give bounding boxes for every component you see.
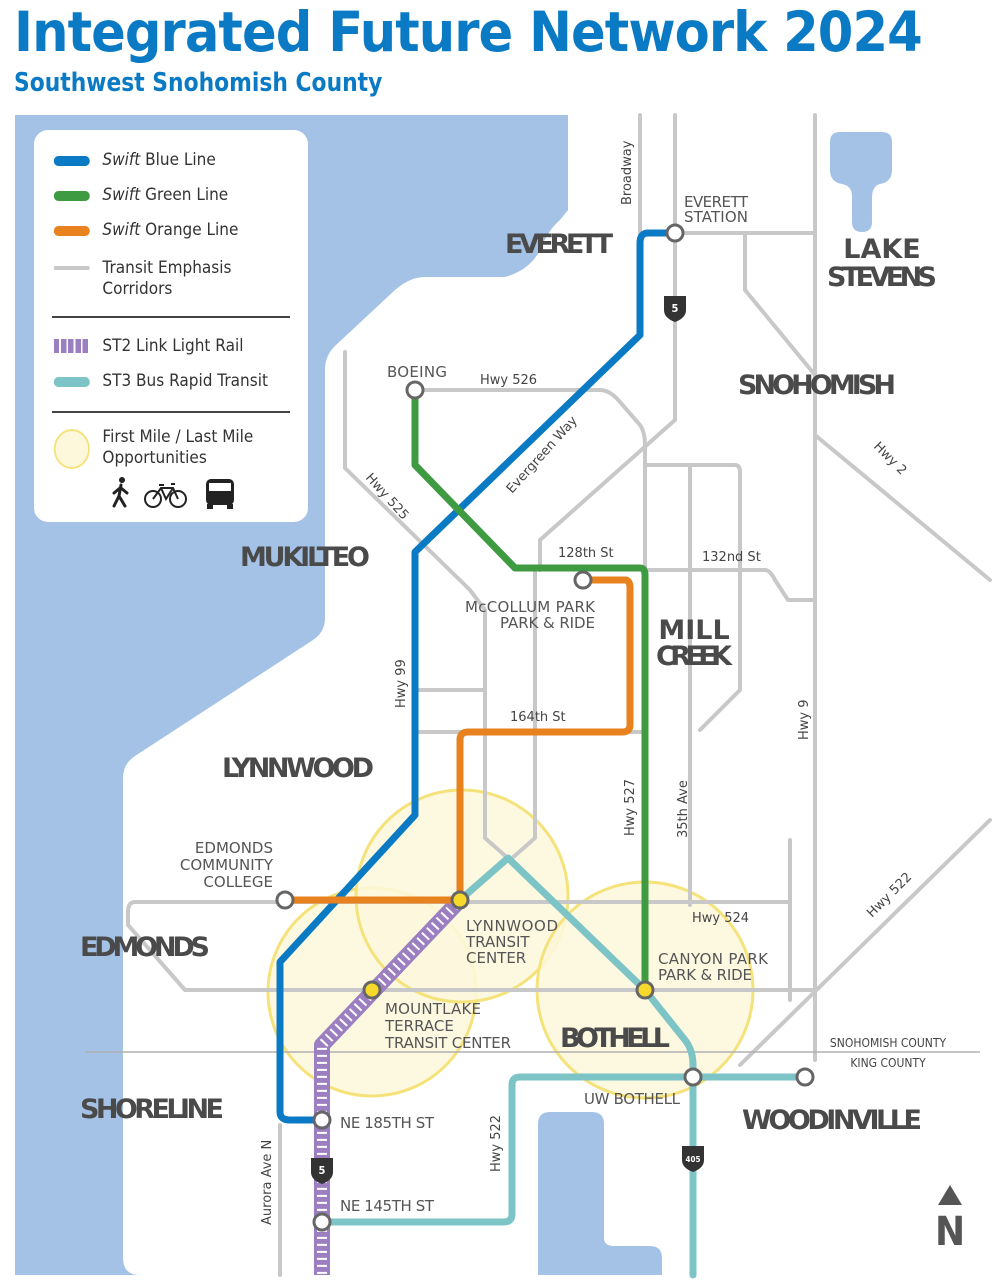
label-everett-station: EVERETT bbox=[684, 193, 749, 211]
swift-blue-line bbox=[276, 229, 679, 1124]
city-mukilteo: MUKILTEO bbox=[240, 542, 370, 573]
st3-brt-line-east bbox=[318, 1073, 809, 1226]
green-line-swatch bbox=[53, 191, 90, 201]
corridor-swatch bbox=[53, 266, 90, 270]
label-132nd: 132nd St bbox=[702, 550, 761, 565]
st2-light-rail bbox=[314, 894, 466, 1275]
station-edmonds-cc[interactable] bbox=[275, 890, 295, 910]
lake-stevens-water bbox=[830, 132, 892, 232]
label-aurora: Aurora Ave N bbox=[260, 1140, 275, 1225]
blue-line-swatch bbox=[53, 156, 90, 166]
swift-orange-line bbox=[281, 576, 634, 904]
light-rail-swatch bbox=[53, 339, 90, 353]
label-hwy522-south: Hwy 522 bbox=[489, 1115, 504, 1172]
label-164th: 164th St bbox=[510, 710, 566, 725]
legend-divider bbox=[52, 411, 290, 413]
city-mill-creek-2: CREEK bbox=[656, 641, 733, 672]
station-ne145[interactable] bbox=[312, 1212, 332, 1232]
orange-line-swatch bbox=[53, 226, 90, 236]
city-lake-stevens: LAKE bbox=[843, 234, 920, 265]
city-lynnwood: LYNNWOOD bbox=[222, 753, 374, 784]
pedestrian-icon bbox=[112, 477, 129, 508]
label-ecc: EDMONDS bbox=[195, 839, 273, 857]
legend-mode-icons bbox=[112, 477, 234, 509]
page-title: Integrated Future Network 2024 bbox=[14, 0, 923, 64]
label-lynnwood-tc-3: CENTER bbox=[466, 949, 526, 967]
station-lynnwood-tc[interactable] bbox=[450, 890, 470, 910]
station-canyon-park[interactable] bbox=[635, 980, 655, 1000]
hub-stations bbox=[362, 890, 655, 1000]
page-subtitle: Southwest Snohomish County bbox=[14, 68, 383, 98]
label-hwy526: Hwy 526 bbox=[480, 373, 537, 388]
legend-divider bbox=[52, 316, 290, 318]
i5-shield-icon: 5 bbox=[311, 1158, 333, 1184]
label-128th: 128th St bbox=[558, 546, 614, 561]
station-ne185[interactable] bbox=[312, 1110, 332, 1130]
label-ecc-3: COLLEGE bbox=[203, 873, 273, 891]
svg-text:5: 5 bbox=[319, 1164, 326, 1177]
label-mccollum: McCOLLUM PARK bbox=[465, 598, 596, 616]
map-legend: Swift Blue Line Swift Green Line Swift O… bbox=[34, 130, 308, 522]
stations bbox=[275, 223, 815, 1232]
label-hwy99: Hwy 99 bbox=[394, 659, 409, 708]
svg-text:405: 405 bbox=[685, 1155, 700, 1164]
st3-brt-line bbox=[456, 854, 697, 1279]
city-bothell: BOTHELL bbox=[560, 1023, 670, 1054]
transit-emphasis-corridors bbox=[126, 113, 992, 1277]
city-everett: EVERETT bbox=[505, 229, 614, 260]
county-label-south: KING COUNTY bbox=[850, 1056, 926, 1070]
label-mccollum-2: PARK & RIDE bbox=[500, 614, 595, 632]
city-snohomish: SNOHOMISH bbox=[738, 370, 896, 401]
label-broadway: Broadway bbox=[620, 140, 635, 205]
station-mccollum[interactable] bbox=[573, 570, 593, 590]
label-hwy524: Hwy 524 bbox=[692, 911, 749, 926]
north-arrow-icon: N bbox=[935, 1185, 965, 1255]
svg-text:5: 5 bbox=[672, 302, 679, 315]
i5-shield-icon: 5 bbox=[664, 296, 686, 322]
city-labels: EVERETT LAKE STEVENS SNOHOMISH MUKILTEO … bbox=[80, 229, 937, 1136]
city-lake-stevens-2: STEVENS bbox=[827, 262, 937, 293]
station-everett[interactable] bbox=[665, 223, 685, 243]
label-mountlake-tc-3: TRANSIT CENTER bbox=[384, 1034, 511, 1052]
label-mountlake-tc-2: TERRACE bbox=[384, 1017, 454, 1035]
label-hwy527: Hwy 527 bbox=[623, 779, 638, 836]
city-shoreline: SHORELINE bbox=[80, 1094, 224, 1125]
label-hwy9: Hwy 9 bbox=[797, 699, 812, 740]
label-canyon-park: CANYON PARK bbox=[658, 950, 769, 968]
label-everett-station-2: STATION bbox=[684, 208, 748, 226]
city-edmonds: EDMONDS bbox=[80, 932, 210, 963]
bicycle-icon bbox=[144, 483, 187, 508]
station-uw-bothell[interactable] bbox=[683, 1067, 703, 1087]
station-mountlake-tc[interactable] bbox=[362, 980, 382, 1000]
brt-swatch bbox=[53, 377, 90, 387]
label-lynnwood-tc: LYNNWOOD bbox=[466, 917, 558, 935]
bus-icon bbox=[206, 479, 234, 509]
opportunity-swatch bbox=[53, 429, 90, 469]
station-woodinville[interactable] bbox=[795, 1067, 815, 1087]
label-ne185: NE 185TH ST bbox=[340, 1114, 435, 1132]
station-labels: EVERETT STATION BOEING McCOLLUM PARK PAR… bbox=[180, 193, 769, 1215]
label-uw-bothell: UW BOTHELL bbox=[584, 1090, 681, 1108]
i405-shield-icon: 405 bbox=[682, 1146, 704, 1172]
label-canyon-park-2: PARK & RIDE bbox=[658, 966, 752, 984]
lake-washington-water bbox=[538, 1112, 662, 1275]
swift-green-line bbox=[411, 386, 649, 994]
label-ecc-2: COMMUNITY bbox=[180, 856, 274, 874]
city-mill-creek: MILL bbox=[658, 615, 729, 646]
label-mountlake-tc: MOUNTLAKE bbox=[385, 1000, 481, 1018]
label-lynnwood-tc-2: TRANSIT bbox=[465, 933, 530, 951]
station-boeing[interactable] bbox=[405, 380, 425, 400]
city-woodinville: WOODINVILLE bbox=[742, 1105, 922, 1136]
county-label-north: SNOHOMISH COUNTY bbox=[830, 1036, 947, 1050]
svg-text:N: N bbox=[935, 1209, 965, 1255]
label-boeing: BOEING bbox=[387, 363, 447, 381]
label-ne145: NE 145TH ST bbox=[340, 1197, 435, 1215]
label-35th: 35th Ave bbox=[676, 780, 691, 838]
